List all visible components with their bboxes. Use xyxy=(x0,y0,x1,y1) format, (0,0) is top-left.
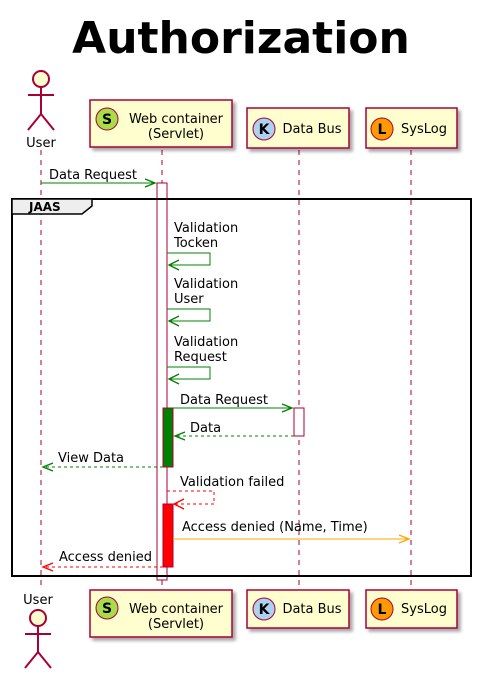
activations xyxy=(156,182,305,581)
message-label-line2: Tocken xyxy=(173,236,218,251)
stereotype-k-icon xyxy=(252,117,276,141)
message-view-data: View Data xyxy=(41,451,163,472)
message-label: Data Request xyxy=(180,393,268,408)
message-label: Access denied xyxy=(59,550,152,565)
message-data-request-user-web: Data Request xyxy=(41,168,157,188)
participant-web-bottom: S Web container (Servlet) xyxy=(89,589,233,638)
message-validation-request: Validation Request xyxy=(167,335,238,385)
message-data-bus-web: Data xyxy=(173,421,294,441)
message-label: Data Request xyxy=(49,168,137,183)
fragment-jaas: JAAS xyxy=(11,198,472,577)
participant-syslog-label-top: SysLog xyxy=(401,122,447,137)
diagram-title: Authorization xyxy=(72,13,410,64)
participant-web-label-line2-bottom: (Servlet) xyxy=(148,617,204,632)
stereotype-s-letter: S xyxy=(102,601,112,617)
participant-web-label-line1-bottom: Web container xyxy=(129,602,224,617)
participant-syslog-top: L SysLog xyxy=(365,107,458,149)
activation-web-green xyxy=(162,407,174,468)
message-label: Data xyxy=(190,421,221,436)
participant-bus-bottom: K Data Bus xyxy=(246,589,350,629)
stereotype-k-letter: K xyxy=(259,602,271,618)
stereotype-s-icon xyxy=(95,596,119,620)
participant-user-label-bottom: User xyxy=(23,593,53,608)
participant-user-top xyxy=(27,70,55,131)
message-label: Validation failed xyxy=(180,475,284,490)
message-validation-tocken: Validation Tocken xyxy=(167,221,238,271)
stereotype-l-letter: L xyxy=(378,122,387,138)
participant-bus-top: K Data Bus xyxy=(246,107,350,149)
stereotype-k-letter: K xyxy=(259,122,271,138)
participant-bus-label-bottom: Data Bus xyxy=(282,602,341,617)
message-label-line2: Request xyxy=(174,350,227,365)
message-access-denied-syslog: Access denied (Name, Time) xyxy=(173,520,411,544)
participant-user-bottom xyxy=(24,609,52,669)
participant-web-label-line1: Web container xyxy=(129,112,224,127)
participant-bus-label-top: Data Bus xyxy=(282,122,341,137)
message-validation-failed: Validation failed xyxy=(167,475,284,510)
stereotype-s-letter: S xyxy=(102,112,112,128)
participant-user-label-top: User xyxy=(26,136,56,151)
participant-syslog-bottom: L SysLog xyxy=(365,589,458,629)
message-label-line2: User xyxy=(174,292,204,307)
participant-web-top: S Web container (Servlet) xyxy=(89,99,233,148)
message-validation-user: Validation User xyxy=(167,277,238,327)
stereotype-k-icon xyxy=(252,597,276,621)
stereotype-l-letter: L xyxy=(378,602,387,618)
participant-web-label-line2: (Servlet) xyxy=(148,127,204,142)
message-label-line1: Validation xyxy=(174,221,238,236)
message-label-line1: Validation xyxy=(174,335,238,350)
participant-syslog-label-bottom: SysLog xyxy=(401,602,447,617)
message-data-request-web-bus: Data Request xyxy=(173,393,294,413)
activation-bus xyxy=(293,407,305,437)
activation-web-red xyxy=(162,503,174,568)
message-label: View Data xyxy=(58,451,124,466)
stereotype-l-icon xyxy=(370,117,394,141)
fragment-label: JAAS xyxy=(28,200,61,214)
activation-web-main xyxy=(156,182,168,581)
stereotype-l-icon xyxy=(370,597,394,621)
message-access-denied-user: Access denied xyxy=(41,550,163,572)
message-label-line1: Validation xyxy=(174,277,238,292)
stereotype-s-icon xyxy=(95,107,119,131)
message-label: Access denied (Name, Time) xyxy=(182,520,368,535)
